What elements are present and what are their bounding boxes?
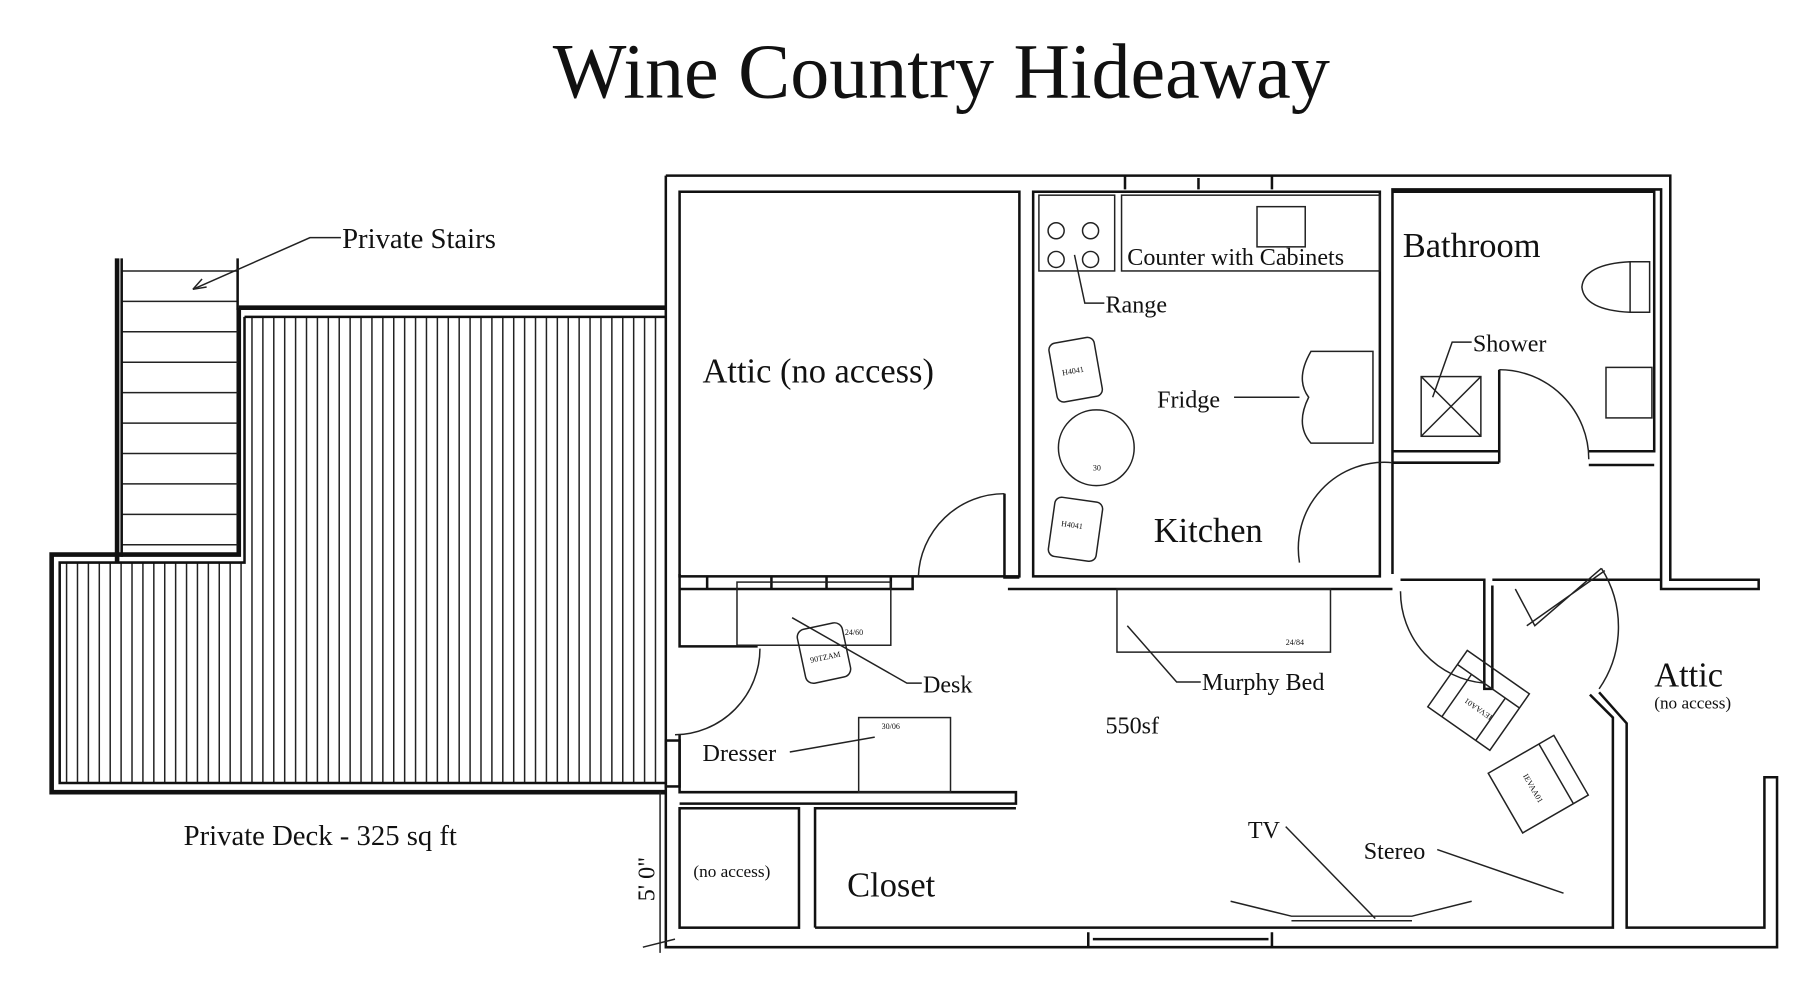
stereo-label: Stereo (1364, 839, 1426, 865)
dresser-code: 30/06 (882, 722, 900, 731)
range (1038, 194, 1116, 272)
sink-icon (1256, 205, 1306, 248)
kitchen-label: Kitchen (1154, 512, 1263, 550)
fridge-label: Fridge (1157, 388, 1220, 414)
range-label: Range (1105, 292, 1167, 318)
attic-right-label: Attic (1654, 657, 1723, 695)
chair-code: H4041 (1061, 519, 1084, 531)
counter-label: Counter with Cabinets (1127, 245, 1344, 271)
tv-label: TV (1248, 818, 1281, 844)
attic-left-room (678, 190, 1021, 578)
attic-right-note: (no access) (1654, 693, 1731, 712)
murphy-bed (1116, 588, 1332, 653)
murphy-bed-label: Murphy Bed (1202, 670, 1324, 696)
tv-stand (1230, 900, 1472, 922)
armchair: IEVAA01 (1487, 734, 1590, 834)
desk-chair-code: 90TZAM (809, 650, 841, 665)
deck-boards (65, 316, 657, 784)
dining-chair: H4041 (1048, 336, 1104, 403)
toilet (1581, 261, 1651, 314)
armchair-code: IEVAA01 (1463, 696, 1494, 722)
shower-label: Shower (1473, 331, 1547, 357)
shower (1420, 375, 1482, 438)
private-stairs (114, 258, 239, 563)
private-stairs-label: Private Stairs (342, 223, 496, 255)
closet-label: Closet (847, 867, 935, 905)
dining-chair: H4041 (1047, 496, 1104, 563)
bathroom-label: Bathroom (1403, 227, 1541, 265)
plan-title: Wine Country Hideaway (553, 28, 1330, 115)
dresser-label: Dresser (703, 741, 777, 767)
desk (736, 581, 892, 646)
table-code: 30 (1093, 464, 1101, 473)
fridge (1301, 350, 1374, 444)
bath-sink (1605, 366, 1653, 419)
counter (1120, 194, 1381, 272)
chair-code: H4041 (1061, 365, 1084, 378)
armchair: IEVAA01 (1426, 649, 1531, 752)
area-label: 550sf (1105, 714, 1160, 740)
closet (813, 693, 1615, 929)
attic-left-label: Attic (no access) (703, 352, 934, 390)
no-access-closet (678, 807, 801, 929)
dimension-label: 5' 0" (634, 857, 660, 901)
no-access-label: (no access) (693, 862, 770, 881)
desk-chair: 90TZAM (796, 622, 852, 685)
private-deck (49, 305, 666, 795)
exterior-walls (664, 174, 1779, 949)
leader-lines (192, 236, 1564, 920)
dining-table (1057, 409, 1135, 487)
armchair-code: IEVAA01 (1521, 772, 1545, 804)
stair-treads (121, 270, 238, 546)
kitchen-room (1031, 190, 1382, 578)
private-deck-label: Private Deck - 325 sq ft (184, 820, 457, 852)
desk-label: Desk (923, 672, 973, 698)
dresser (857, 716, 952, 793)
desk-code: 24/60 (845, 628, 863, 637)
murphy-code: 24/84 (1286, 638, 1304, 647)
